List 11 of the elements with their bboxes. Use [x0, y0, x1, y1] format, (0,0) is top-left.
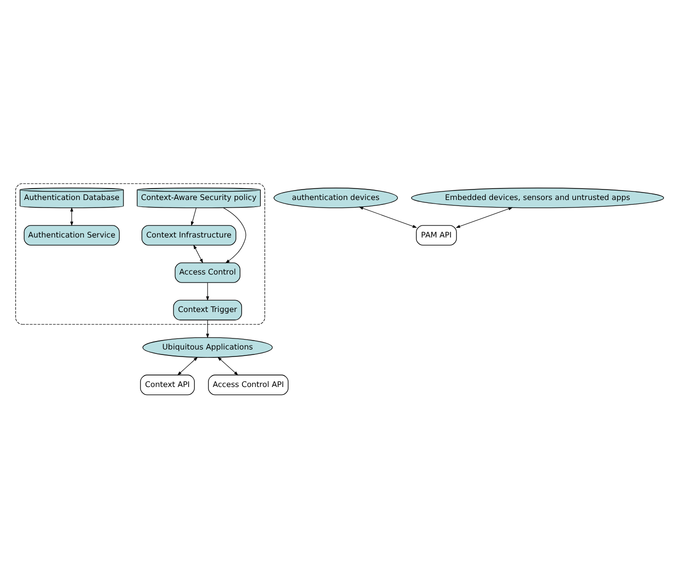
cluster: [15, 182, 266, 324]
arrow: [177, 356, 198, 375]
arrow: [206, 282, 210, 300]
arrow: [190, 207, 196, 226]
arrow: [206, 319, 210, 338]
arrow: [358, 206, 418, 228]
arrow: [70, 206, 74, 226]
arrow: [223, 207, 246, 263]
arrow: [193, 244, 204, 263]
arrow: [456, 206, 513, 228]
arrow: [217, 356, 238, 375]
